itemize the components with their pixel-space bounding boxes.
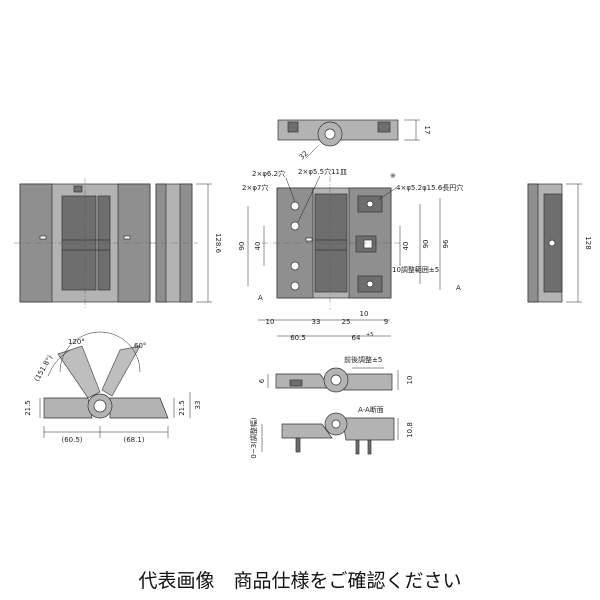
- hole-upper: [290, 201, 300, 211]
- dim-height-128: 128: [584, 236, 592, 249]
- side-view-left: 128.6: [150, 183, 222, 303]
- angle-120: 120°: [68, 338, 85, 346]
- dim-h90-right: 90: [422, 240, 430, 249]
- dim-h90-left: 90: [238, 242, 246, 251]
- dim-w64-tolerance: +5: [366, 332, 373, 338]
- angle-view: 120° 60° (151.8°) 21.5 21.5 33 (60.5) (6…: [24, 331, 202, 444]
- section-mark-right: A: [456, 284, 461, 292]
- main-view: 2×φ6.2穴 2×φ5.5穴11皿 2×φ7穴 ※ 4×φ5.2φ15.6長円…: [238, 167, 463, 342]
- angle-60: 60°: [134, 342, 146, 350]
- dim-top-17: 17: [423, 126, 431, 135]
- dim-bot-25: 25: [342, 318, 351, 326]
- dim-h40-right: 40: [402, 242, 410, 251]
- dim-sec-10: 10: [406, 376, 414, 385]
- label-slot: 4×φ5.2φ15.6長円穴: [396, 183, 463, 192]
- label-adjust-width: 0~3(調整幅): [249, 417, 258, 459]
- dim-total-thick: 33: [194, 401, 202, 410]
- label-front-back: 前後調整±5: [344, 355, 382, 364]
- knuckle-left: [61, 195, 97, 291]
- dim-thick-left: 21.5: [24, 400, 32, 416]
- section-mark-left: A: [258, 294, 263, 302]
- dim-thick-right: 21.5: [178, 400, 186, 416]
- label-adjust: 10調整範囲±5: [392, 265, 439, 274]
- dim-width-left: (60.5): [61, 436, 82, 444]
- dim-bot-10b: 10: [360, 310, 369, 318]
- dim-top-32: 32: [298, 149, 310, 161]
- dim-height-128-6: 128.6: [214, 233, 222, 254]
- dim-h40-left: 40: [254, 242, 262, 251]
- dim-w64: 64: [352, 334, 361, 342]
- leaf-right: [117, 183, 151, 303]
- dim-w60-5: 60.5: [290, 334, 306, 342]
- hole-lower: [290, 281, 300, 291]
- pin-cap-icon: [73, 185, 83, 193]
- dim-bot-10: 10: [266, 318, 275, 326]
- hole-csk-upper: [290, 221, 300, 231]
- dim-width-right: (68.1): [123, 436, 144, 444]
- dim-bot-33: 33: [312, 318, 321, 326]
- label-hole-b: 2×φ5.5穴11皿: [298, 167, 347, 176]
- section-views: 前後調整±5 6 10 A-A断面 10.8 0~3(調整幅): [249, 355, 414, 459]
- dim-sec-10-8: 10.8: [406, 422, 414, 438]
- front-view-left: [14, 178, 156, 308]
- angle-max: (151.8°): [33, 354, 55, 383]
- label-hole-c: 2×φ7穴: [242, 183, 268, 192]
- label-note-mark: ※: [390, 172, 396, 180]
- hole-csk-lower: [290, 261, 300, 271]
- side-view-right: 128: [527, 183, 592, 303]
- dim-bot-9: 9: [384, 318, 388, 326]
- top-view: 17 32: [277, 119, 431, 161]
- dim-sec-6: 6: [258, 378, 266, 383]
- label-section-title: A-A断面: [358, 405, 384, 414]
- footer-note: 代表画像 商品仕様をご確認ください: [138, 570, 462, 592]
- dim-h96: 96: [442, 239, 450, 248]
- label-hole-a: 2×φ6.2穴: [252, 169, 285, 178]
